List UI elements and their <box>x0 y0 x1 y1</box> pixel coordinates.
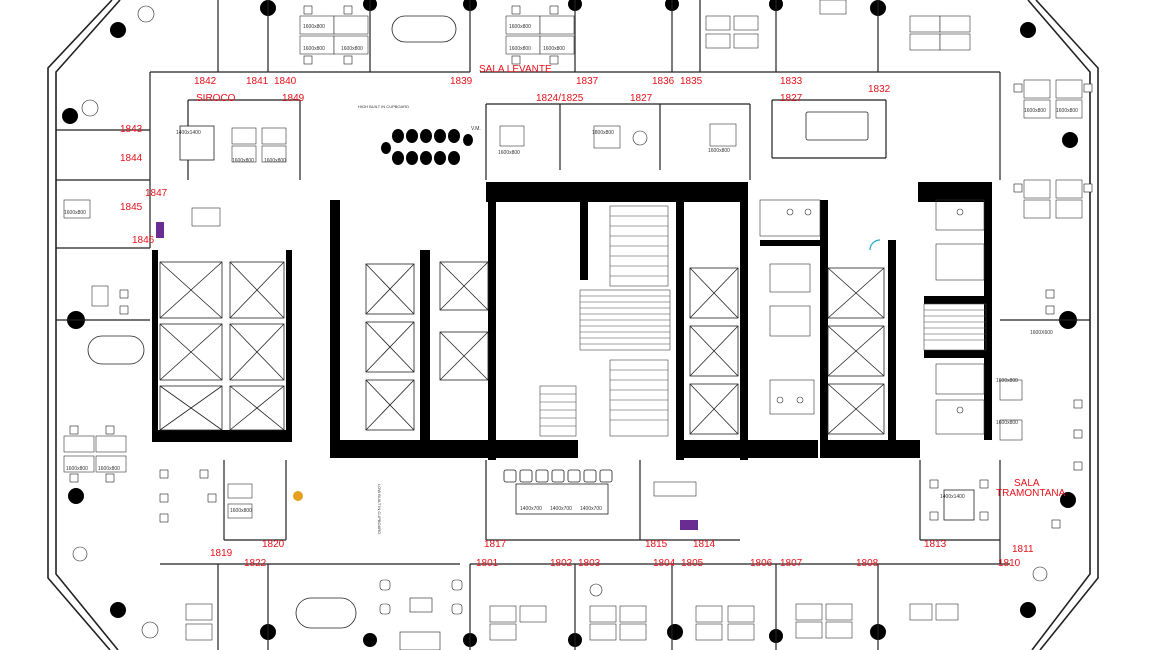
svg-text:1400x1400: 1400x1400 <box>940 494 965 500</box>
svg-text:1600x800: 1600x800 <box>303 46 325 52</box>
room-label: SALA LEVANTE <box>479 64 552 75</box>
room-label: SIROCO <box>196 93 236 104</box>
building-envelope <box>47 0 1099 650</box>
room-label: 1817 <box>484 539 507 550</box>
svg-text:V.M.: V.M. <box>471 126 481 132</box>
svg-text:1600x800: 1600x800 <box>708 148 730 154</box>
room-label: 1810 <box>998 558 1021 569</box>
room-label: 1805 <box>681 558 704 569</box>
svg-text:1400x1400: 1400x1400 <box>176 130 201 136</box>
round-tables <box>72 5 1048 639</box>
svg-text:1800x800: 1800x800 <box>592 130 614 136</box>
room-label: 1836 <box>652 76 675 87</box>
svg-text:1600x800: 1600x800 <box>303 24 325 30</box>
svg-text:1600x800: 1600x800 <box>230 508 252 514</box>
svg-text:1600x800: 1600x800 <box>509 46 531 52</box>
room-label: 1842 <box>194 76 217 87</box>
room-label: 1802 <box>550 558 573 569</box>
office-chairs <box>69 5 1093 650</box>
room-label: 1846 <box>132 235 155 246</box>
svg-text:1600x800: 1600x800 <box>1024 108 1046 114</box>
svg-text:1400x700: 1400x700 <box>550 506 572 512</box>
room-label: 1837 <box>576 76 599 87</box>
svg-text:1600x800: 1600x800 <box>996 378 1018 384</box>
svg-text:LOW BUILT IN CUPBOARD: LOW BUILT IN CUPBOARD <box>377 484 382 534</box>
room-label: 1806 <box>750 558 773 569</box>
room-label: 1808 <box>856 558 879 569</box>
svg-text:1600x800: 1600x800 <box>341 46 363 52</box>
room-label: 1841 <box>246 76 269 87</box>
accent-markers <box>156 222 881 530</box>
room-label: 1849 <box>282 93 305 104</box>
room-label: 1813 <box>924 539 947 550</box>
svg-text:1600x800: 1600x800 <box>264 158 286 164</box>
room-label: 1820 <box>262 539 285 550</box>
workstation-desks <box>63 0 1083 641</box>
partition-walls <box>56 0 1090 650</box>
svg-text:1600x800: 1600x800 <box>543 46 565 52</box>
room-label: SALA <box>1014 478 1040 489</box>
svg-text:1600x800: 1600x800 <box>98 466 120 472</box>
svg-text:1600x800: 1600x800 <box>1056 108 1078 114</box>
svg-text:1600x800: 1600x800 <box>64 210 86 216</box>
room-label: 1824/1825 <box>536 93 584 104</box>
room-label: 1804 <box>653 558 676 569</box>
stairs <box>539 205 987 437</box>
svg-text:1600x800: 1600x800 <box>232 158 254 164</box>
room-label: 1822 <box>244 558 267 569</box>
room-labels: 1842 1841 1840 1839 SALA LEVANTE 1837 18… <box>120 64 1066 569</box>
room-label: 1814 <box>693 539 716 550</box>
svg-text:1400x700: 1400x700 <box>580 506 602 512</box>
room-label: 1807 <box>780 558 803 569</box>
room-label: TRAMONTANA <box>996 488 1066 499</box>
conference-tables <box>87 15 975 629</box>
room-label: 1832 <box>868 84 891 95</box>
room-label: 1839 <box>450 76 473 87</box>
room-label: 1835 <box>680 76 703 87</box>
room-label: 1840 <box>274 76 297 87</box>
building-core <box>152 182 992 460</box>
svg-text:1600x800: 1600x800 <box>996 420 1018 426</box>
elevator-shafts <box>159 261 885 435</box>
svg-text:1600X600: 1600X600 <box>1030 330 1053 336</box>
room-label: 1844 <box>120 153 143 164</box>
room-label: 1803 <box>578 558 601 569</box>
room-label: 1815 <box>645 539 668 550</box>
room-label: 1843 <box>120 124 143 135</box>
boardroom-chairs <box>381 129 473 165</box>
room-label: 1801 <box>476 558 499 569</box>
room-label: 1827 <box>780 93 803 104</box>
svg-text:1600x800: 1600x800 <box>509 24 531 30</box>
meeting-chairs-1817 <box>503 469 613 483</box>
svg-text:1400x700: 1400x700 <box>520 506 542 512</box>
restrooms <box>759 199 985 435</box>
svg-text:HIGH BUILT IN CUPBOARD: HIGH BUILT IN CUPBOARD <box>358 104 409 109</box>
furniture-labels: 1600x800 1600x800 1600x800 1600x800 1600… <box>64 24 1078 534</box>
room-label: 1819 <box>210 548 233 559</box>
room-label: 1827 <box>630 93 653 104</box>
room-label: 1811 <box>1012 544 1034 555</box>
room-label: 1845 <box>120 202 143 213</box>
room-label: 1847 <box>145 188 168 199</box>
svg-text:1600x800: 1600x800 <box>498 150 520 156</box>
room-label: 1833 <box>780 76 803 87</box>
svg-text:1600x800: 1600x800 <box>66 466 88 472</box>
